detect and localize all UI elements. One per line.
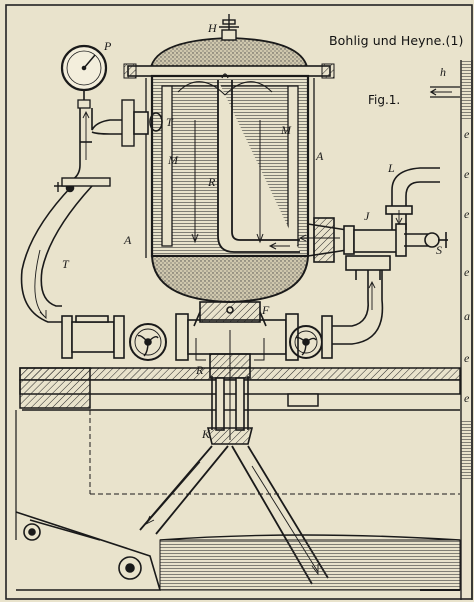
left-pipe-t bbox=[20, 185, 93, 323]
label-r-inner: R bbox=[208, 175, 216, 189]
label-t-upper: T bbox=[166, 115, 173, 129]
label-l: L bbox=[388, 161, 395, 175]
upper-pipe-t bbox=[54, 99, 163, 193]
label-a-right: A bbox=[316, 149, 324, 163]
label-s: S bbox=[436, 243, 442, 257]
top-valve-h bbox=[219, 14, 239, 41]
down-pipe-k bbox=[139, 330, 329, 585]
label-h-top: H bbox=[208, 21, 217, 35]
pipe-h bbox=[429, 86, 460, 98]
label-r-lower: R bbox=[196, 363, 204, 377]
right-scale-column bbox=[460, 60, 473, 600]
side-letter: e bbox=[464, 207, 470, 221]
side-letter: e bbox=[464, 127, 470, 141]
inner-pipe-r bbox=[177, 73, 300, 253]
lower-frame bbox=[15, 511, 461, 591]
label-a-left: A bbox=[124, 233, 132, 247]
side-letter: e bbox=[464, 391, 470, 405]
injector-j bbox=[298, 167, 448, 280]
side-letter: a bbox=[464, 309, 470, 323]
label-t-left: T bbox=[62, 257, 69, 271]
label-f: F bbox=[262, 303, 270, 317]
side-letter: e bbox=[464, 167, 470, 181]
side-letter: e bbox=[464, 265, 470, 279]
label-j: J bbox=[364, 209, 370, 223]
pressure-gauge bbox=[60, 44, 108, 109]
figure-title: Bohlig und Heyne.(1) bbox=[329, 33, 464, 48]
label-p: P bbox=[104, 39, 112, 53]
block-f bbox=[193, 301, 267, 327]
figure-number: Fig.1. bbox=[368, 93, 401, 107]
label-h-right: h bbox=[440, 65, 446, 79]
label-m-left: M bbox=[168, 153, 178, 167]
label-k: K bbox=[202, 427, 211, 441]
lower-manifold bbox=[61, 268, 384, 361]
side-letter: e bbox=[464, 351, 470, 365]
label-m-right: M bbox=[281, 123, 291, 137]
